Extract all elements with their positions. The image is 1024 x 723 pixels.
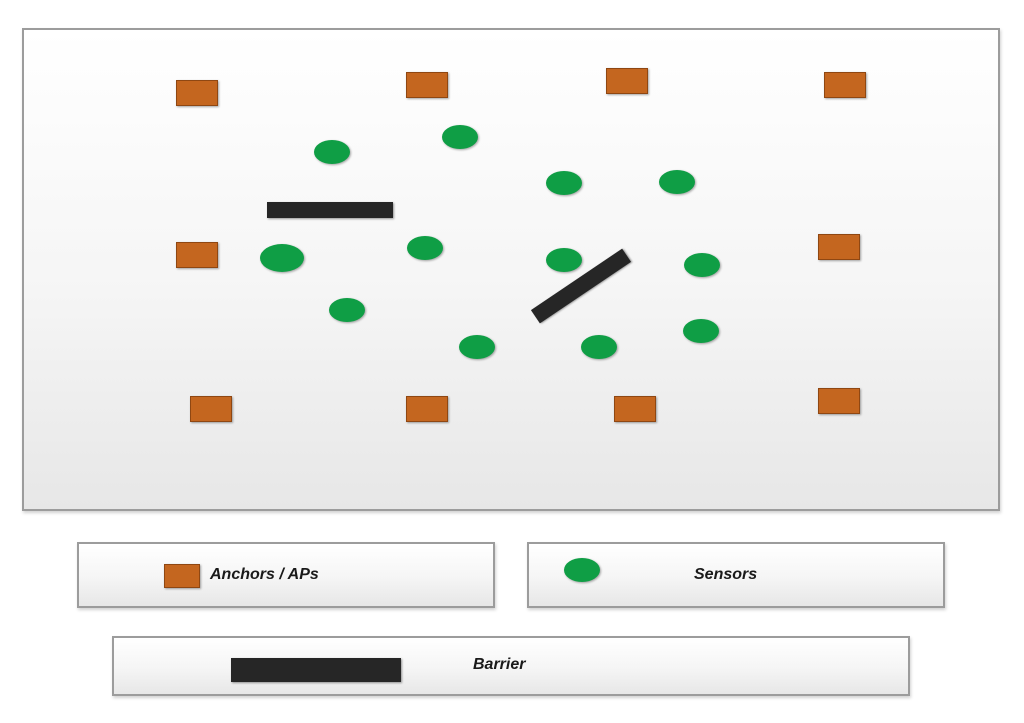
anchor-ap-marker (176, 242, 218, 268)
legend-barrier-box: Barrier (112, 636, 910, 696)
sensor-marker (407, 236, 443, 260)
anchor-ap-marker (818, 388, 860, 414)
anchor-ap-marker (606, 68, 648, 94)
barrier-legend-swatch (231, 658, 401, 682)
barrier-wall (267, 202, 393, 218)
sensor-marker (546, 171, 582, 195)
sensor-marker (581, 335, 617, 359)
legend-sensors-box: Sensors (527, 542, 945, 608)
anchor-ap-marker (824, 72, 866, 98)
sensor-marker (683, 319, 719, 343)
legend-sensors-label: Sensors (694, 566, 758, 583)
sensor-marker (329, 298, 365, 322)
anchor-ap-marker (406, 72, 448, 98)
anchor-ap-marker (614, 396, 656, 422)
sensor-marker (546, 248, 582, 272)
sensor-marker (659, 170, 695, 194)
legend-anchors-label: Anchors / APs (210, 566, 319, 583)
anchor-ap-marker (406, 396, 448, 422)
anchor-ap-marker (176, 80, 218, 106)
sensor-legend-swatch (564, 558, 600, 582)
sensor-marker (442, 125, 478, 149)
anchor-legend-swatch (164, 564, 200, 588)
anchor-ap-marker (818, 234, 860, 260)
sensor-marker (459, 335, 495, 359)
sensor-marker (314, 140, 350, 164)
legend-anchors-box: Anchors / APs (77, 542, 495, 608)
sensor-marker (260, 244, 304, 272)
anchor-ap-marker (190, 396, 232, 422)
legend-barrier-label: Barrier (473, 656, 526, 673)
sensor-marker (684, 253, 720, 277)
floor-plan-panel (22, 28, 1000, 511)
